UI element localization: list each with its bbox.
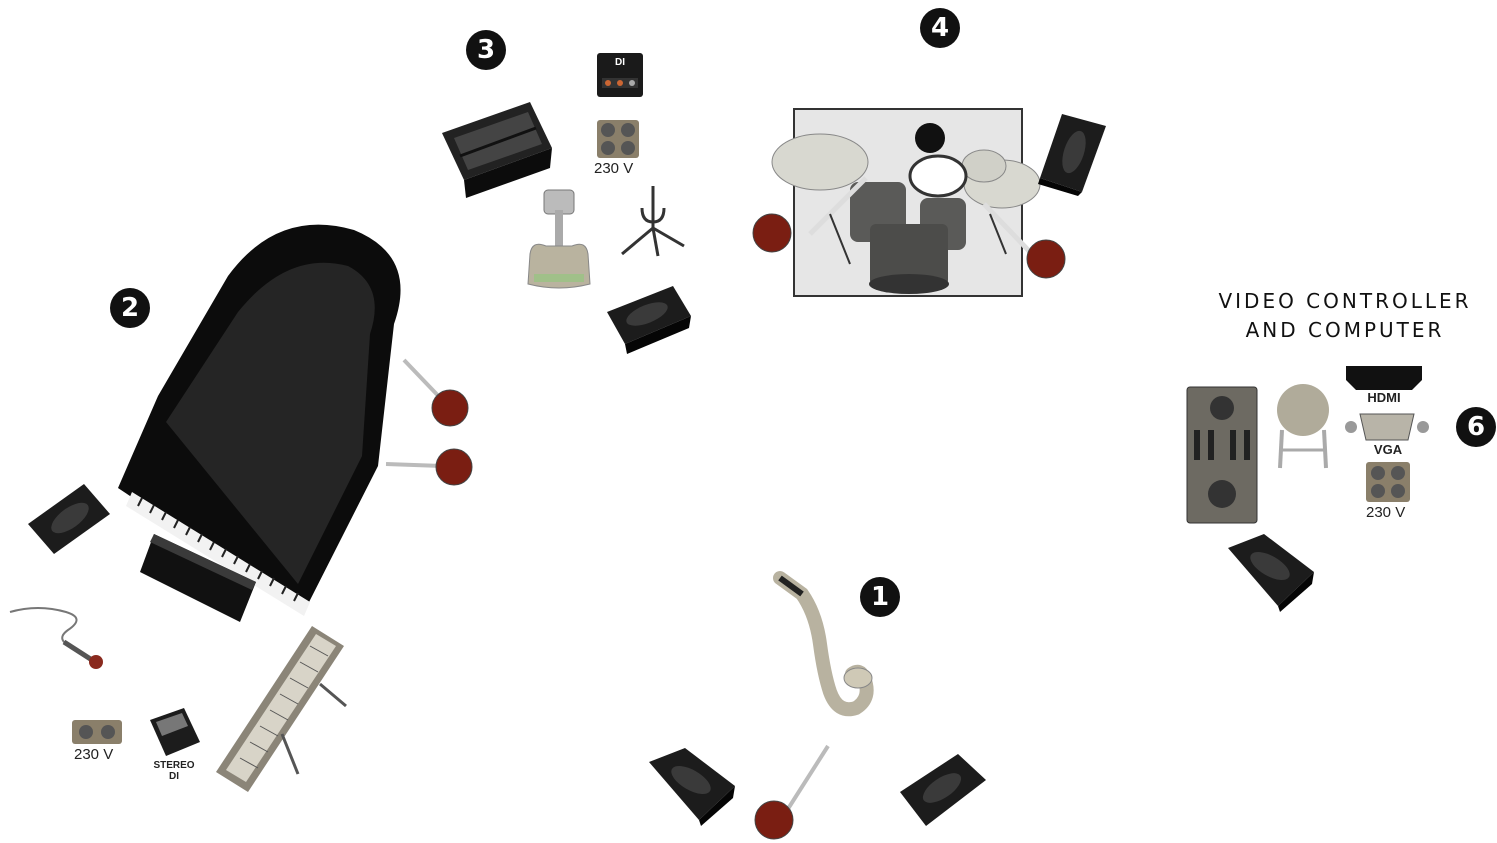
video-controller-title: VIDEO CONTROLLER AND COMPUTER (1200, 287, 1490, 345)
sax-mic-icon (752, 742, 834, 840)
saxophone-icon (776, 574, 874, 734)
stereo-di-label-line2: DI (146, 771, 202, 782)
piano-bench-icon (140, 532, 258, 624)
power-outlet-piano-icon (72, 720, 122, 744)
monitor-wedge-drums-icon (1038, 108, 1108, 196)
guitar-stand-icon (618, 182, 688, 258)
power-230v-piano-label: 230 V (74, 746, 113, 763)
power-230v-bass-label: 230 V (594, 160, 633, 177)
piano-mic-lower-icon (382, 446, 476, 490)
stereo-di-box-icon (148, 706, 202, 758)
video-controller-title-line2: AND COMPUTER (1200, 316, 1490, 345)
hdmi-port-icon (1346, 366, 1422, 390)
power-outlet-bass-icon (597, 120, 639, 158)
power-230v-video-label: 230 V (1366, 504, 1405, 521)
position-3-badge: 3 (466, 30, 506, 70)
video-controller-title-line1: VIDEO CONTROLLER (1200, 287, 1490, 316)
position-6-badge: 6 (1456, 407, 1496, 447)
monitor-wedge-video-icon (1224, 532, 1316, 612)
monitor-wedge-sax-left-icon (645, 746, 737, 826)
dj-controller-icon (1186, 386, 1258, 524)
piano-mic-upper-icon (398, 354, 472, 426)
stereo-di-label-line1: STEREO (146, 760, 202, 771)
vga-port-icon (1344, 412, 1430, 442)
monitor-wedge-bass-icon (603, 284, 693, 354)
drum-kit-icon (770, 124, 1045, 299)
stereo-di-label: STEREO DI (146, 760, 202, 782)
power-outlet-video-icon (1366, 462, 1410, 502)
hdmi-label: HDMI (1356, 392, 1412, 403)
stool-icon (1272, 384, 1334, 470)
monitor-wedge-piano-icon (24, 480, 112, 556)
vocal-mic-cable-icon (8, 604, 104, 672)
drum-mic-left-icon (751, 212, 793, 254)
drum-mic-right-icon (1025, 238, 1067, 280)
monitor-wedge-sax-right-icon (898, 752, 988, 830)
vga-label: VGA (1360, 444, 1416, 455)
di-box-label: DI (608, 57, 632, 68)
bass-guitar-icon (524, 188, 594, 290)
position-4-badge: 4 (920, 8, 960, 48)
keyboard-on-stand-icon (212, 624, 352, 794)
